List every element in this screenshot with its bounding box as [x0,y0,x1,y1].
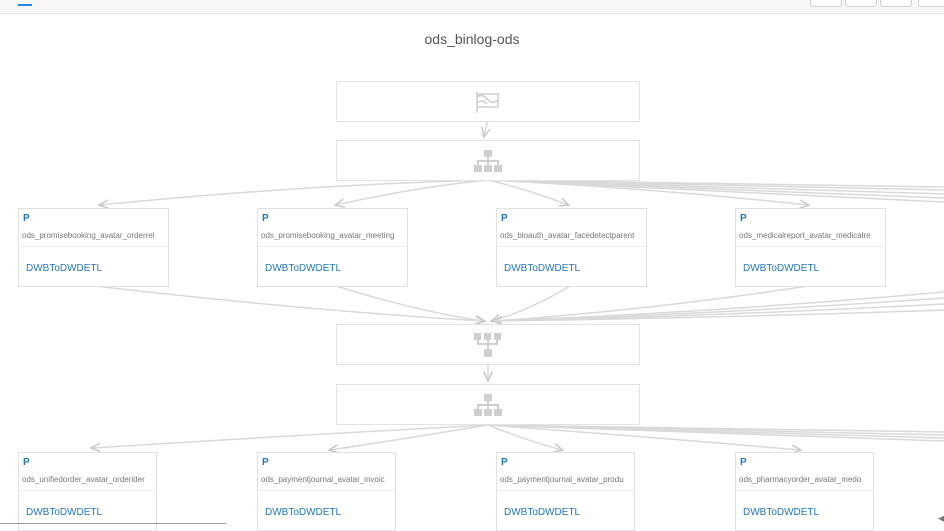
node-type-badge: P [501,213,508,224]
workflow-title: ods_binlog-ods [424,31,520,47]
task-node[interactable]: P ods_promisebooking_avatar_orderrel DWB… [18,208,169,287]
hamburger-icon[interactable] [18,4,32,6]
node-type-badge: P [740,213,747,224]
node-task-link[interactable]: DWBToDWDETL [504,507,581,518]
node-task-link[interactable]: DWBToDWDETL [265,263,342,274]
node-type-badge: P [501,457,508,468]
node-divider [19,246,168,247]
task-node[interactable]: P ods_medicalreport_avatar_medicalre DWB… [735,208,886,287]
node-divider [19,490,156,491]
edge-split-node2 [336,179,489,205]
task-node[interactable]: P ods_paymentjournal_avatar_produ DWBToD… [496,452,635,531]
node-name: ods_bioauth_avatar_facedetectparent [500,231,635,240]
node-divider [497,246,646,247]
scroll-left-icon[interactable]: ◀ [938,513,944,523]
edge-split2-node5 [92,424,489,448]
node-divider [736,490,873,491]
node-name: ods_pharmacyorder_avatar_medo [739,475,862,484]
task-node[interactable]: P ods_unifiedorder_avatar_orderider DWBT… [18,452,157,531]
edge-split-node1 [100,179,489,205]
node-name: ods_promisebooking_avatar_orderrel [22,231,155,240]
node-name: ods_promisebooking_avatar_meeting [261,231,395,240]
task-node[interactable]: P ods_pharmacyorder_avatar_medo DWBToDWD… [735,452,874,531]
node-type-badge: P [740,457,747,468]
toolbar-button-3[interactable] [880,0,912,7]
merge-icon [474,332,501,357]
edge-start-split [484,119,488,136]
node-type-badge: P [23,213,30,224]
node-task-link[interactable]: DWBToDWDETL [26,507,103,518]
node-type-badge: P [262,457,269,468]
node-name: ods_paymentjournal_avatar_produ [500,475,624,484]
hierarchy-icon [474,149,502,172]
hierarchy-icon [474,393,502,416]
node-divider [736,246,885,247]
edge-split-node3 [487,179,568,205]
split-gateway[interactable] [336,140,640,181]
node-type-badge: P [23,457,30,468]
start-gateway[interactable] [336,81,640,122]
task-node[interactable]: P ods_promisebooking_avatar_meeting DWBT… [257,208,408,287]
node-task-link[interactable]: DWBToDWDETL [743,263,820,274]
node-divider [258,490,395,491]
node-divider [258,246,407,247]
join-gateway[interactable] [336,324,640,365]
node-name: ods_medicalreport_avatar_medicalre [739,231,871,240]
node-task-link[interactable]: DWBToDWDETL [265,507,342,518]
edge-node1-join [94,285,484,321]
toolbar-button-1[interactable] [810,0,842,7]
task-node[interactable]: P ods_paymentjournal_avatar_invoic DWBTo… [257,452,396,531]
node-task-link[interactable]: DWBToDWDETL [743,507,820,518]
toolbar-button-2[interactable] [845,0,877,7]
split-gateway-2[interactable] [336,384,640,425]
node-name: ods_unifiedorder_avatar_orderider [22,475,145,484]
task-node[interactable]: P ods_bioauth_avatar_facedetectparent DW… [496,208,647,287]
flag-icon [476,91,499,113]
node-name: ods_paymentjournal_avatar_invoic [261,475,385,484]
node-task-link[interactable]: DWBToDWDETL [26,263,103,274]
node-divider [497,490,634,491]
horizontal-scrollbar[interactable] [0,523,226,524]
top-toolbar [0,0,944,14]
node-task-link[interactable]: DWBToDWDETL [504,263,581,274]
node-type-badge: P [262,213,269,224]
toolbar-button-4[interactable] [918,0,944,7]
